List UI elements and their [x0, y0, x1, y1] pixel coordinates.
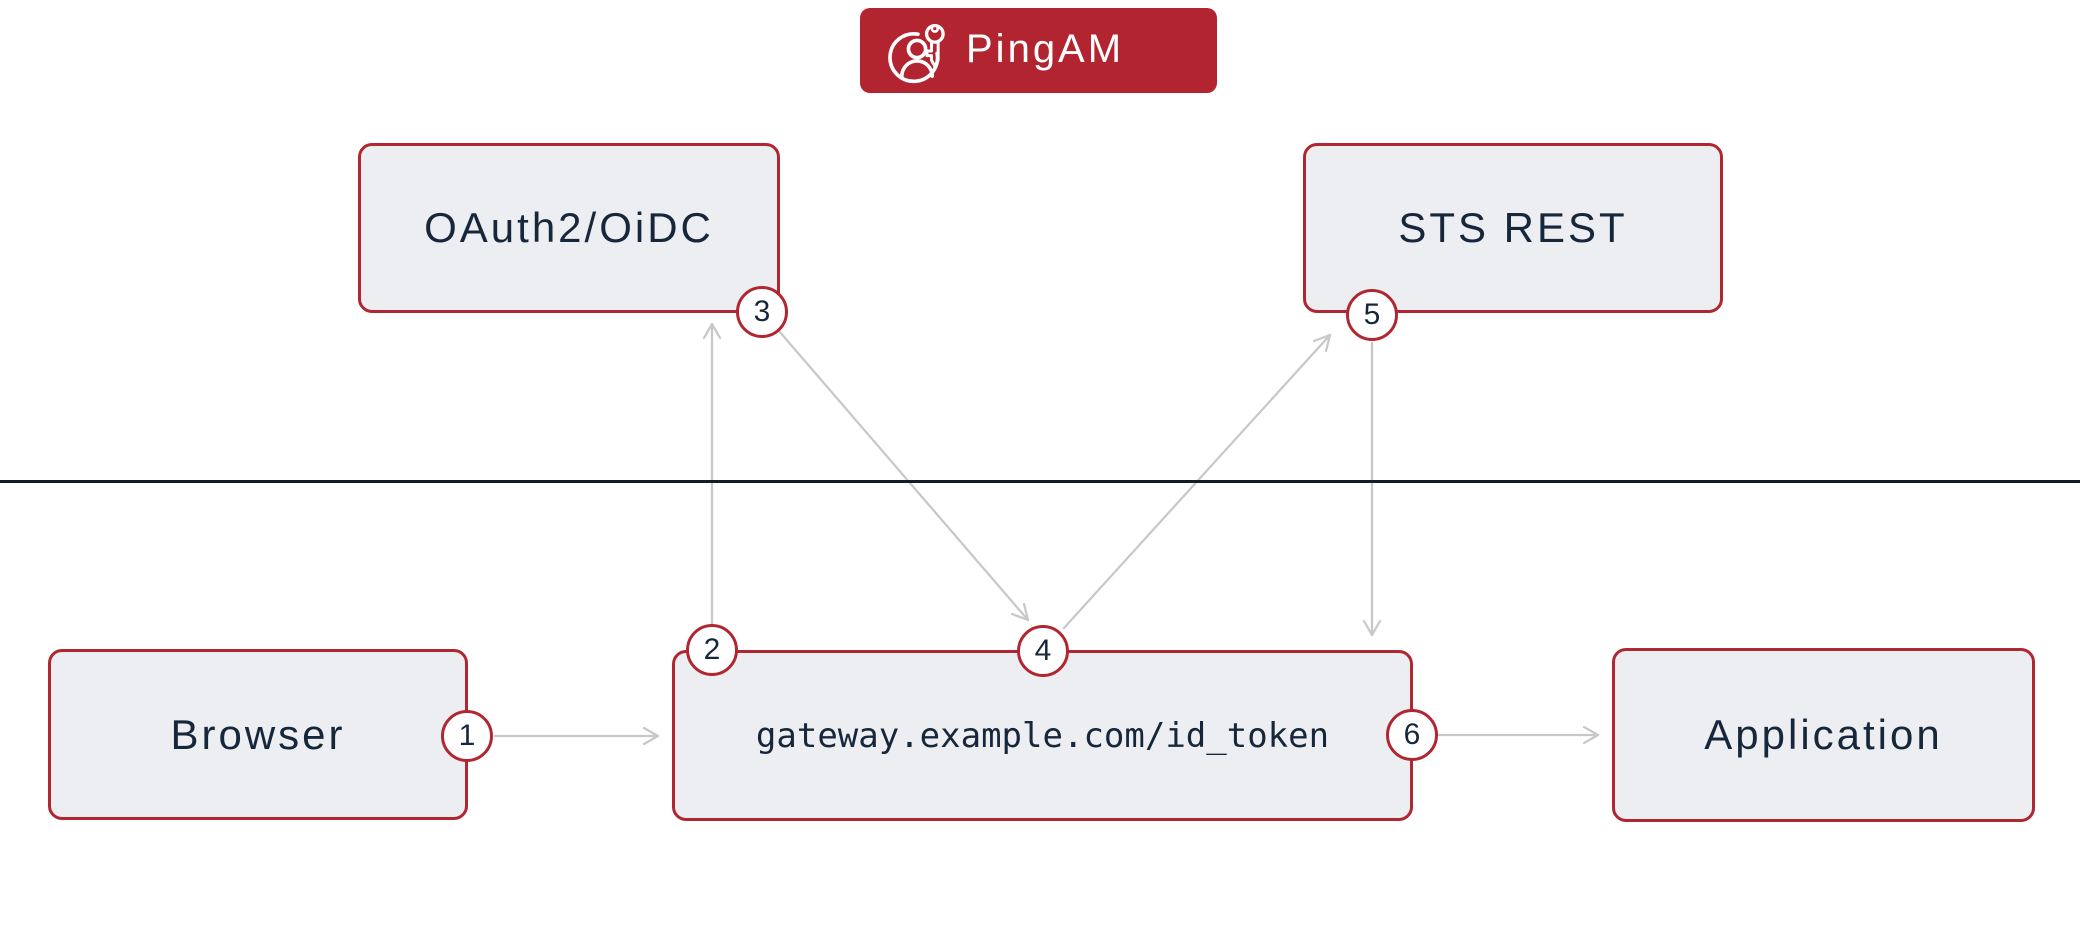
browser-node: Browser [48, 649, 468, 820]
browser-label: Browser [170, 710, 346, 758]
gateway-url-label: gateway.example.com/id_token [755, 715, 1330, 756]
arrow-oauth2-to-gateway [777, 329, 1030, 622]
step-4-number: 4 [1034, 634, 1052, 667]
zone-divider-line [0, 480, 2080, 483]
arrow-gateway-to-oauth2 [702, 322, 722, 629]
step-badge-3: 3 [736, 286, 788, 338]
step-badge-2: 2 [686, 624, 738, 676]
application-node: Application [1612, 648, 2035, 822]
gateway-node: gateway.example.com/id_token [672, 650, 1413, 821]
step-2-number: 2 [703, 633, 721, 666]
step-badge-6: 6 [1386, 709, 1438, 761]
arrow-browser-to-gateway [493, 726, 660, 746]
oauth2-oidc-label: OAuth2/OiDC [424, 204, 714, 251]
user-key-icon [888, 23, 945, 83]
sts-rest-label: STS REST [1398, 204, 1628, 251]
step-6-number: 6 [1403, 718, 1421, 751]
step-badge-5: 5 [1346, 289, 1398, 341]
step-5-number: 5 [1363, 298, 1381, 331]
application-label: Application [1704, 711, 1943, 758]
arrow-gateway-to-application [1436, 725, 1600, 745]
step-badge-1: 1 [441, 710, 493, 762]
arrow-sts-to-gateway [1362, 341, 1382, 637]
step-1-number: 1 [458, 719, 476, 752]
pingam-badge-label: PingAM [966, 26, 1125, 71]
oauth2-oidc-node: OAuth2/OiDC [358, 143, 780, 313]
step-badge-4: 4 [1017, 625, 1069, 677]
pingam-badge: PingAM [860, 8, 1217, 93]
step-3-number: 3 [753, 295, 771, 328]
sts-rest-node: STS REST [1303, 143, 1723, 313]
